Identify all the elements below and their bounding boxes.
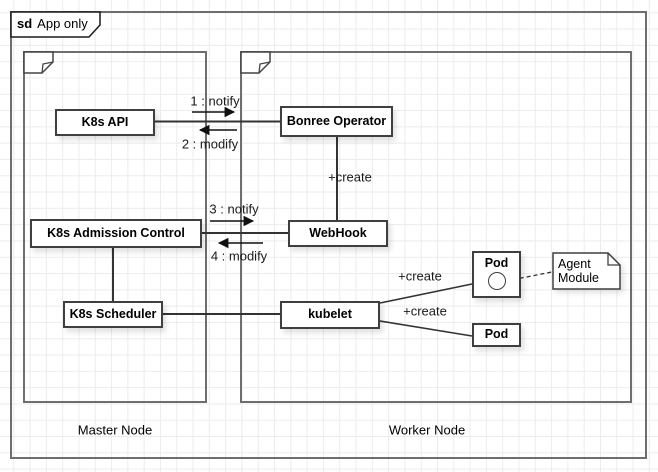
node-k8s-scheduler[interactable]: K8s Scheduler bbox=[63, 301, 163, 328]
edge-label-create-webhook[interactable]: +create bbox=[328, 169, 372, 185]
node-bonree-operator[interactable]: Bonree Operator bbox=[280, 106, 393, 137]
note-agent-module[interactable] bbox=[552, 252, 621, 290]
frame-label: sd App only bbox=[10, 11, 96, 36]
node-pod-top[interactable]: Pod bbox=[472, 251, 521, 298]
node-label: WebHook bbox=[309, 225, 367, 240]
master-node-label: Master Node bbox=[77, 422, 153, 438]
frame-title: App only bbox=[37, 16, 88, 31]
worker-node-label: Worker Node bbox=[388, 422, 466, 438]
folded-corner-icon bbox=[240, 51, 271, 74]
frame-label-shape[interactable] bbox=[10, 11, 102, 38]
node-label: Pod bbox=[484, 327, 509, 342]
note-fold-icon bbox=[607, 253, 620, 266]
edge-label-notify-3[interactable]: 3 : notify bbox=[209, 201, 259, 217]
node-label: K8s Scheduler bbox=[69, 306, 157, 321]
edge-label-modify-2[interactable]: 2 : modify bbox=[181, 136, 239, 152]
uml-frame[interactable] bbox=[10, 11, 647, 459]
node-label: Pod bbox=[484, 256, 509, 270]
circle-icon bbox=[487, 271, 506, 290]
node-k8s-admission-control[interactable]: K8s Admission Control bbox=[30, 219, 202, 248]
edge-kubelet-pod-bottom[interactable] bbox=[379, 320, 473, 337]
node-k8s-api[interactable]: K8s API bbox=[55, 109, 155, 136]
node-label: Bonree Operator bbox=[286, 113, 387, 128]
node-label: K8s API bbox=[81, 114, 129, 129]
node-kubelet[interactable]: kubelet bbox=[280, 301, 380, 329]
edge-label-notify-1[interactable]: 1 : notify bbox=[190, 93, 240, 109]
frame-keyword: sd bbox=[17, 16, 33, 31]
folded-corner-icon bbox=[23, 51, 54, 74]
edge-label-create-pod-bottom[interactable]: +create bbox=[403, 303, 447, 319]
node-pod-bottom[interactable]: Pod bbox=[472, 323, 521, 347]
node-webhook[interactable]: WebHook bbox=[288, 220, 388, 247]
edge-label-modify-4[interactable]: 4 : modify bbox=[210, 248, 268, 264]
node-label: kubelet bbox=[308, 307, 352, 322]
note-label: Agent Module bbox=[558, 257, 599, 285]
container-master-node[interactable] bbox=[23, 51, 207, 403]
edge-kubelet-pod-top[interactable] bbox=[379, 283, 473, 304]
note-shape-icon bbox=[552, 252, 621, 290]
edge-label-create-pod-top[interactable]: +create bbox=[398, 268, 442, 284]
node-label: K8s Admission Control bbox=[47, 225, 185, 240]
container-worker-node[interactable] bbox=[240, 51, 632, 403]
